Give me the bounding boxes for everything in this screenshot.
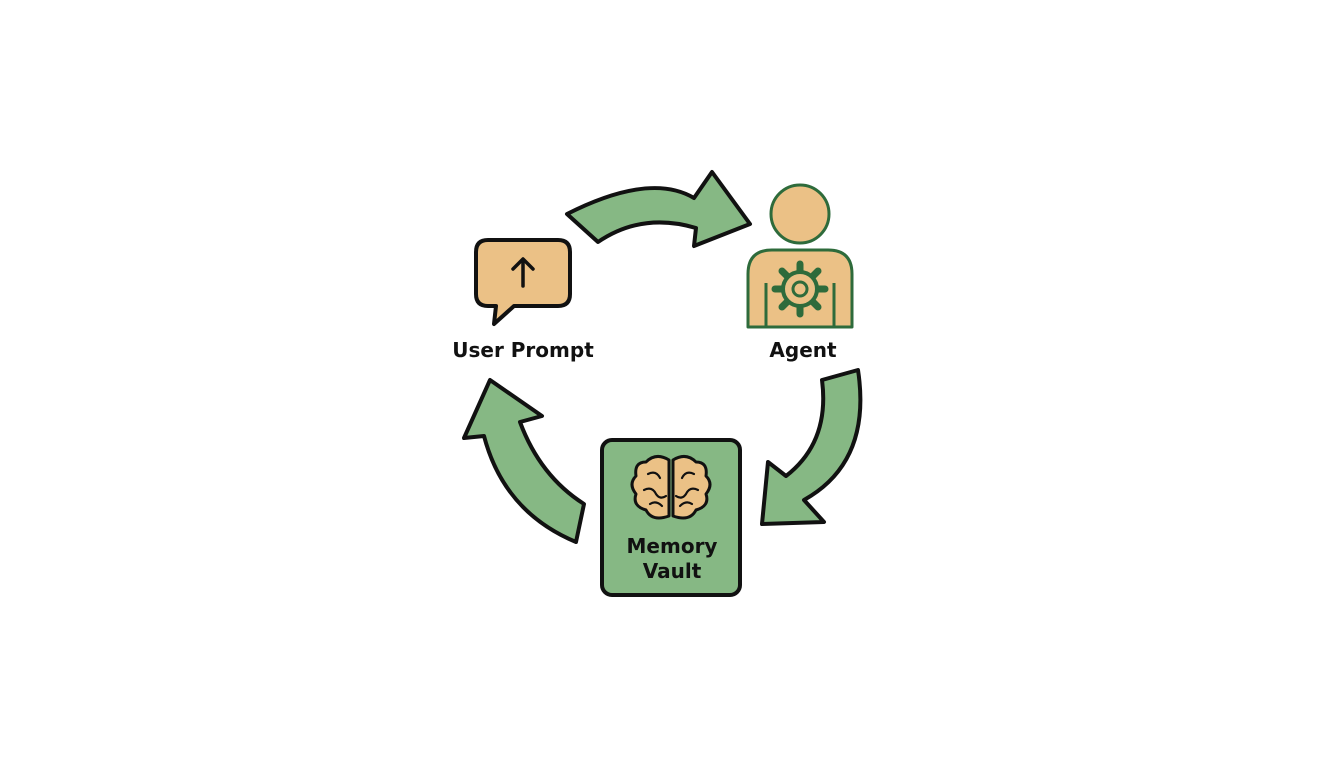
- gear-icon: [771, 260, 829, 318]
- arrow-agent-to-vault: [760, 368, 863, 526]
- agent-label: Agent: [769, 338, 837, 362]
- memory-vault-label-line2: Vault: [642, 559, 702, 583]
- memory-vault-label-line1: Memory: [626, 534, 718, 558]
- arrow-vault-to-prompt: [462, 378, 586, 544]
- agent-person-icon: [746, 183, 854, 329]
- arrow-up-icon: [511, 257, 535, 288]
- arrow-prompt-to-agent: [565, 170, 752, 248]
- speech-bubble-icon: [474, 238, 572, 326]
- memory-vault-label: Memory Vault: [604, 534, 740, 584]
- user-prompt-label: User Prompt: [452, 338, 594, 362]
- brain-icon: [630, 455, 712, 520]
- memory-vault-box: [600, 438, 742, 597]
